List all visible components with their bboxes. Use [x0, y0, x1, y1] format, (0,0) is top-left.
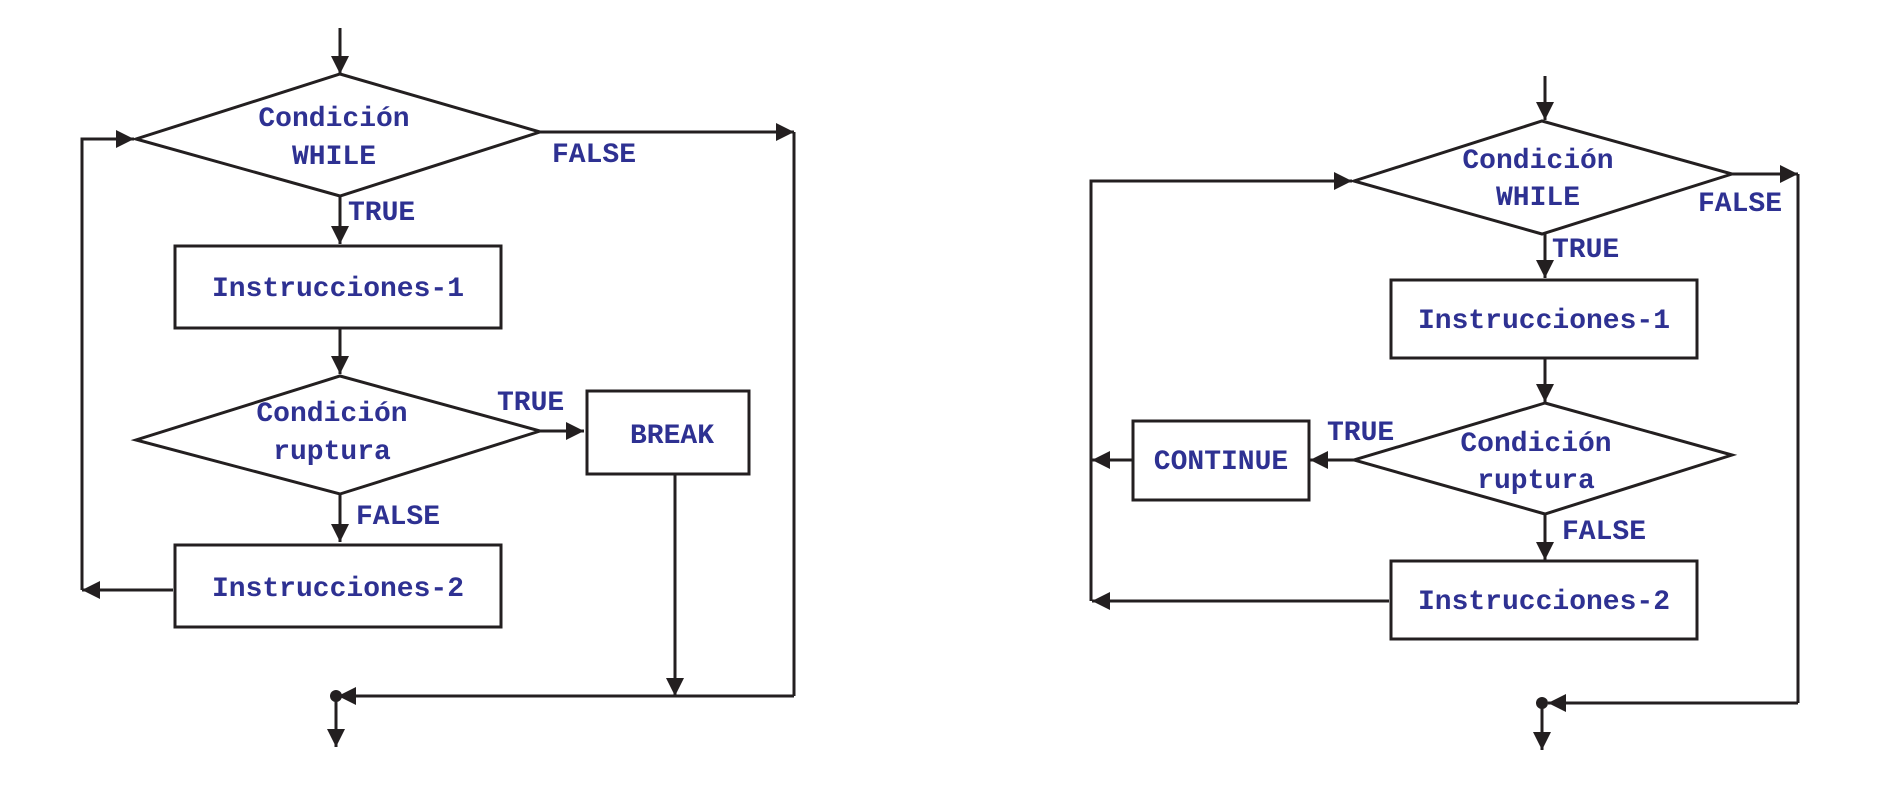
- break-flowchart: Condición WHILE Instrucciones-1 Condició…: [80, 28, 796, 747]
- true-label-top: TRUE: [1552, 235, 1619, 266]
- false-label-continue: FALSE: [1562, 517, 1646, 548]
- continue-label: CONTINUE: [1154, 447, 1288, 478]
- continue-flowchart: Condición WHILE Instrucciones-1 Condició…: [1089, 76, 1800, 750]
- instr2-box: [173, 543, 503, 629]
- false-label-break: FALSE: [356, 502, 440, 533]
- instr1-box: [173, 244, 503, 330]
- true-label-top: TRUE: [348, 198, 415, 229]
- loop-back-arrow: [80, 130, 134, 590]
- while-condition-diamond: [130, 72, 546, 198]
- while-cond-line1: Condición: [258, 104, 409, 135]
- continue-cond-line1: Condición: [1460, 429, 1611, 460]
- instr1-box: [1389, 278, 1699, 360]
- true-label-continue: TRUE: [1327, 418, 1394, 449]
- loop-back-arrow: [1089, 172, 1352, 601]
- while-cond-line1: Condición: [1462, 146, 1613, 177]
- continue-cond-line2: ruptura: [1477, 466, 1595, 497]
- instr1-label: Instrucciones-1: [1418, 306, 1670, 337]
- instr2-label: Instrucciones-2: [212, 574, 464, 605]
- true-label-break: TRUE: [497, 388, 564, 419]
- instr1-label: Instrucciones-1: [212, 274, 464, 305]
- while-cond-line2: WHILE: [1496, 183, 1580, 214]
- break-box: [585, 389, 751, 476]
- break-label: BREAK: [630, 421, 714, 452]
- false-label-top: FALSE: [1698, 189, 1782, 220]
- instr2-label: Instrucciones-2: [1418, 587, 1670, 618]
- while-condition-diamond: [1348, 119, 1738, 236]
- break-cond-line2: ruptura: [273, 437, 391, 468]
- continue-box: [1131, 419, 1311, 502]
- break-cond-line1: Condición: [256, 399, 407, 430]
- continue-condition-diamond: [1348, 401, 1738, 516]
- while-cond-line2: WHILE: [292, 142, 376, 173]
- instr2-box: [1389, 559, 1699, 641]
- false-label-top: FALSE: [552, 140, 636, 171]
- break-condition-diamond: [130, 374, 546, 496]
